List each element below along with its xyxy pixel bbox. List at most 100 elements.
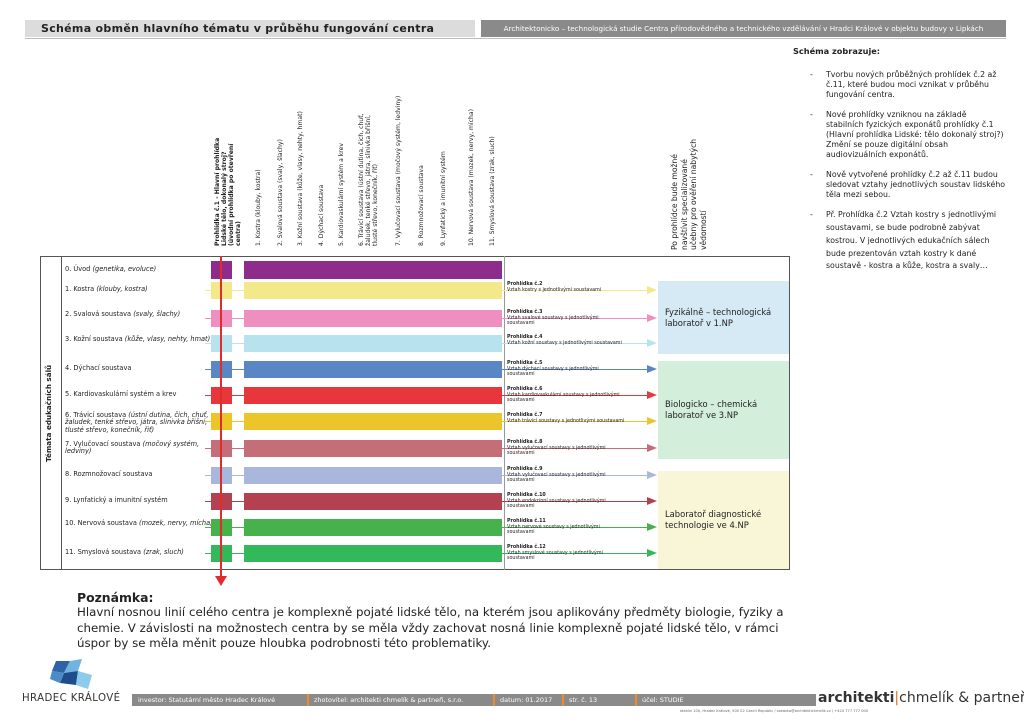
footer-author: zhotovitel: architekti chmelík & partneř…	[314, 696, 464, 704]
tour-number: Prohlídka č.7	[507, 413, 543, 418]
column-header: 10. Nervová soustava (mozek, nervy, mích…	[468, 109, 475, 246]
right-panel-list: -Tvorbu nových průběžných prohlídek č.2 …	[810, 70, 1006, 282]
right-panel-item-text: Tvorbu nových průběžných prohlídek č.2 a…	[826, 70, 997, 100]
row-arrow-line	[205, 395, 651, 396]
footer-page: str. č. 13	[569, 696, 598, 704]
row-label-detail: (mozek, nervy, mícha)	[139, 519, 213, 527]
column-header: 5. Kardiovaskulární systém a krev	[338, 143, 345, 246]
row-label-name: 1. Kostra	[65, 285, 95, 293]
column-header: 7. Vylučovací soustava (močový systém, l…	[395, 95, 402, 246]
row-label: 6. Trávicí soustava (ústní dutina, čich,…	[65, 411, 213, 434]
tour-description: Vztah vylučovací soustavy s jednotlivými…	[507, 445, 606, 457]
tour-number: Prohlídka č.6	[507, 387, 543, 392]
frame-divider-right	[504, 256, 505, 570]
row-arrow-line	[205, 318, 651, 319]
row-label-name: 0. Úvod	[65, 265, 91, 273]
footer-purpose: účel: STUDIE	[642, 696, 684, 704]
row-label-name: 8. Rozmnožovací soustava	[65, 470, 153, 478]
row-arrow-line	[205, 475, 651, 476]
right-panel-item: -Př. Prohlídka č.2 Vztah kostry s jednot…	[810, 210, 997, 271]
row-label-name: 3. Kožní soustava	[65, 335, 123, 343]
tour-number: Prohlídka č.5	[507, 361, 543, 366]
footer-date: datum: 01.2017	[500, 696, 553, 704]
right-panel-item: -Nově vytvořené prohlídky č.2 až č.11 bu…	[810, 169, 1006, 200]
tour-number: Prohlídka č.9	[507, 467, 543, 472]
column-header: 9. Lynfatický a imunitní systém	[440, 151, 447, 246]
row-label: 10. Nervová soustava (mozek, nervy, mích…	[65, 519, 213, 527]
row-label-name: 11. Smyslová soustava	[65, 548, 142, 556]
row-arrow-icon	[647, 365, 657, 373]
row-label-name: 9. Lynfatický a imunitní systém	[65, 496, 168, 504]
tour-number: Prohlídka č.11	[507, 519, 546, 524]
row-label-detail: (zrak, sluch)	[143, 548, 184, 556]
right-panel-item-text: Př. Prohlídka č.2 Vztah kostry s jednotl…	[826, 210, 997, 271]
row-label: 7. Vylučovací soustava (močový systém, l…	[65, 440, 213, 456]
row-label: 3. Kožní soustava (kůže, vlasy, nehty, h…	[65, 335, 213, 343]
row-arrow-icon	[647, 471, 657, 479]
row-label: 2. Svalová soustava (svaly, šlachy)	[65, 310, 213, 318]
tour-description: Vztah kostry s jednotlivými soustavami	[507, 287, 602, 293]
row-arrow-icon	[647, 286, 657, 294]
column-header: 8. Rozmnožovací soustava	[418, 165, 425, 246]
right-panel-item-text: Nově vytvořené prohlídky č.2 až č.11 bud…	[826, 169, 1006, 200]
page-title: Schéma obměn hlavního tématu v průběhu f…	[25, 20, 475, 37]
diagram-frame	[40, 256, 790, 570]
lab-box: Laboratoř diagnostické technologie ve 4.…	[658, 471, 789, 569]
lab-box: Fyzikálně – technologická laboratoř v 1.…	[658, 281, 789, 354]
tour-number: Prohlídka č.12	[507, 545, 546, 550]
row-bar	[244, 261, 502, 279]
row-label: 1. Kostra (klouby, kostra)	[65, 285, 213, 293]
row-label-detail: (ústní dutina, čich, chuť, žaludek, tenk…	[65, 411, 209, 434]
row-label-detail: (genetika, evoluce)	[92, 265, 157, 273]
row-arrow-line	[205, 343, 651, 344]
tour-number: Prohlídka č.3	[507, 310, 543, 315]
row-label-name: 5. Kardiovaskulární systém a krev	[65, 390, 177, 398]
row-label: 4. Dýchací soustava	[65, 364, 213, 372]
row-label-detail: (svaly, šlachy)	[133, 310, 181, 318]
row-label-name: 6. Trávicí soustava	[65, 411, 127, 419]
footer-bar	[132, 694, 816, 706]
row-arrow-icon	[647, 391, 657, 399]
note-text: Hlavní nosnou linií celého centra je kom…	[77, 605, 784, 650]
column-header: 6. Trávicí soustava (ústní dutina, čich,…	[358, 113, 379, 246]
brand-name-a: architekti	[818, 690, 895, 706]
column-header: 2. Svalová soustava (svaly, šlachy)	[277, 139, 284, 246]
row-arrow-line	[205, 290, 651, 291]
column-header: 3. Kožní soustava (kůže, vlasy, nehty, h…	[297, 111, 304, 246]
tour-description: Vztah kožní soustavy s jednotlivými sous…	[507, 340, 622, 346]
row-label-name: 2. Svalová soustava	[65, 310, 132, 318]
lab-box: Biologicko – chemická laboratoř ve 3.NP	[658, 361, 789, 459]
footer-separator	[562, 694, 564, 706]
row-arrow-line	[205, 369, 651, 370]
row-arrow-icon	[647, 339, 657, 347]
tour-number: Prohlídka č.4	[507, 335, 543, 340]
column-header: 1. Kostra (klouby, kostra)	[255, 169, 262, 246]
row-label-name: 7. Vylučovací soustava	[65, 440, 141, 448]
row-arrow-icon	[647, 549, 657, 557]
note-title: Poznámka:	[77, 590, 154, 605]
row-arrow-icon	[647, 497, 657, 505]
brand-logo: architekti|chmelík & partneři	[818, 690, 1024, 706]
row-arrow-line	[205, 421, 651, 422]
tour-number: Prohlídka č.2	[507, 282, 543, 287]
main-line-arrow-icon	[215, 576, 227, 586]
city-logo-icon	[50, 659, 92, 689]
side-label: Témata edukačních sálů	[44, 364, 53, 462]
footer-separator	[493, 694, 495, 706]
lab-name: Fyzikálně – technologická laboratoř v 1.…	[665, 306, 772, 328]
row-label: 11. Smyslová soustava (zrak, sluch)	[65, 548, 213, 556]
footer-separator	[307, 694, 309, 706]
tour-number: Prohlídka č.8	[507, 440, 543, 445]
future-column-header: Po prohlídce bude možné navštívit specia…	[670, 138, 708, 250]
tour-description: Vztah kardiovaskulární soustavy s jednot…	[507, 392, 620, 404]
footer-investor: investor: Statutární město Hradec Králov…	[138, 696, 276, 704]
main-line	[220, 256, 222, 578]
